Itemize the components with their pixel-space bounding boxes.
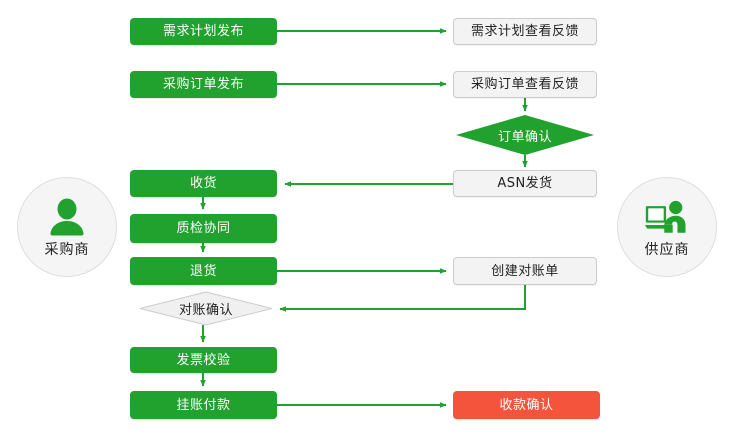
node-asn-ship[interactable]: ASN发货 — [453, 170, 597, 197]
diamond-shape-gray — [139, 291, 273, 326]
node-order-confirm-label: 订单确认 — [497, 129, 552, 145]
node-invoice-check[interactable]: 发票校验 — [130, 347, 277, 373]
node-po-publish[interactable]: 采购订单发布 — [130, 71, 277, 98]
node-receive-goods[interactable]: 收货 — [130, 170, 277, 197]
node-statement-confirm[interactable]: 对账确认 — [139, 291, 273, 326]
node-payable-payment[interactable]: 挂账付款 — [130, 391, 277, 419]
actor-supplier-label: 供应商 — [644, 241, 690, 258]
node-create-statement[interactable]: 创建对账单 — [453, 257, 597, 285]
person-icon — [50, 198, 84, 235]
node-order-confirm[interactable]: 订单确认 — [455, 114, 595, 156]
supplier-computer-icon — [644, 200, 686, 233]
node-return-goods[interactable]: 退货 — [130, 257, 277, 285]
node-demand-plan-publish[interactable]: 需求计划发布 — [130, 18, 277, 45]
actor-supplier[interactable]: 供应商 — [617, 177, 717, 277]
node-po-feedback[interactable]: 采购订单查看反馈 — [453, 71, 597, 98]
node-statement-confirm-label: 对账确认 — [178, 303, 233, 318]
node-receipt-confirm[interactable]: 收款确认 — [453, 391, 600, 419]
edge-statement-to-reconcile — [279, 285, 526, 312]
node-demand-plan-feedback[interactable]: 需求计划查看反馈 — [453, 18, 597, 45]
diamond-shape-green — [456, 115, 594, 155]
node-quality-collab[interactable]: 质检协同 — [130, 214, 277, 243]
actor-buyer[interactable]: 采购商 — [17, 177, 117, 277]
actor-buyer-label: 采购商 — [44, 241, 90, 258]
